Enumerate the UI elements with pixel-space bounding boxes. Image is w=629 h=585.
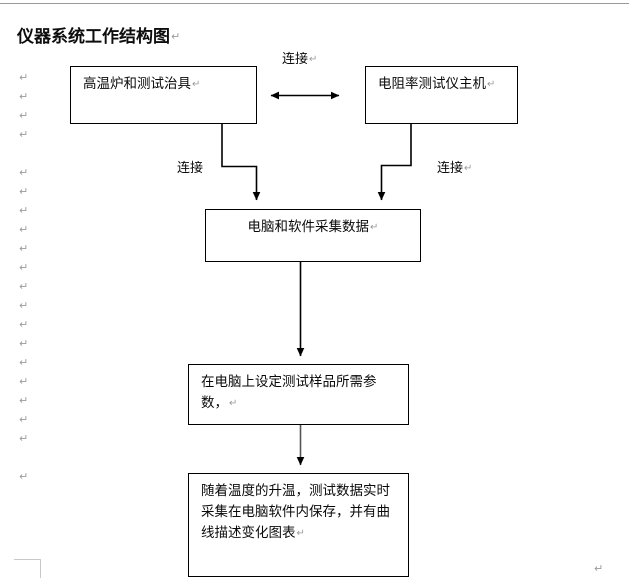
paragraph-mark-icon: ↵ [19, 166, 29, 179]
paragraph-mark-icon: ↵ [192, 79, 201, 90]
paragraph-mark-icon: ↵ [19, 128, 29, 141]
paragraph-mark-icon: ↵ [19, 223, 29, 236]
edge-label-text: 连接 [437, 161, 464, 176]
flow-box-realtime-record[interactable]: 随着温度的升温，测试数据实时采集在电脑软件内保存，并有曲线描述变化图表↵ [188, 473, 409, 577]
flow-box-label-text: 电阻率测试仪主机 [378, 76, 486, 92]
paragraph-mark-icon: ↵ [19, 185, 29, 198]
paragraph-mark-icon: ↵ [229, 398, 238, 409]
flow-box-label-text: 高温炉和测试治具 [83, 76, 191, 92]
paragraph-mark-icon: ↵ [296, 528, 305, 539]
flow-box-label: 电阻率测试仪主机↵ [378, 74, 511, 95]
flow-box-resistivity-host[interactable]: 电阻率测试仪主机↵ [365, 66, 518, 124]
flow-box-label-line-2: 采集在电脑软件内保存，并有曲 [201, 504, 390, 520]
edge-label-right-connect: 连接↵ [437, 157, 472, 176]
paragraph-mark-icon: ↵ [171, 30, 181, 43]
paragraph-mark-icon: ↵ [594, 562, 604, 575]
paragraph-mark-icon: ↵ [19, 299, 29, 312]
paragraph-mark-icon: ↵ [19, 318, 29, 331]
flow-box-label-text: 电脑和软件采集数据 [247, 219, 370, 235]
paragraph-mark-icon: ↵ [19, 356, 29, 369]
page-title: 仪器系统工作结构图↵ [17, 22, 180, 47]
flow-box-pc-software-acq[interactable]: 电脑和软件采集数据↵ [205, 209, 421, 262]
paragraph-mark-icon: ↵ [19, 413, 29, 426]
paragraph-mark-icon: ↵ [19, 337, 29, 350]
edge-label-text: 连接 [282, 52, 309, 67]
paragraph-mark-icon: ↵ [309, 54, 318, 65]
paragraph-mark-icon: ↵ [19, 432, 29, 445]
paragraph-mark-icon: ↵ [19, 470, 29, 483]
paragraph-mark-icon: ↵ [19, 109, 29, 122]
edge-label-text: 连接 [177, 161, 204, 176]
flow-box-label: 在电脑上设定测试样品所需参数，↵ [201, 372, 402, 414]
paragraph-mark-icon: ↵ [19, 204, 29, 217]
edge-label-top-connect: 连接↵ [282, 48, 317, 67]
flow-box-furnace-fixture[interactable]: 高温炉和测试治具↵ [70, 66, 257, 124]
edge-label-left-connect: 连接 [177, 157, 203, 176]
flow-box-label-line-1: 随着温度的升温，测试数据实时 [201, 483, 390, 499]
margin-paragraph-marks: ↵ ↵ ↵ ↵ ↵ ↵ ↵ ↵ ↵ ↵ ↵ ↵ ↵ ↵ ↵ ↵ ↵ ↵ ↵ ↵ [0, 0, 45, 585]
flow-box-label-line-2: 数， [201, 395, 228, 411]
paragraph-mark-icon: ↵ [370, 222, 379, 233]
paragraph-mark-icon: ↵ [19, 71, 29, 84]
paragraph-mark-icon: ↵ [19, 394, 29, 407]
flow-box-set-parameters[interactable]: 在电脑上设定测试样品所需参数，↵ [188, 364, 409, 425]
margin-corner-guide [14, 559, 41, 578]
paragraph-mark-icon: ↵ [464, 163, 473, 174]
paragraph-mark-icon: ↵ [19, 280, 29, 293]
paragraph-mark-icon: ↵ [19, 90, 29, 103]
flow-box-label-line-1: 在电脑上设定测试样品所需参 [201, 374, 377, 390]
connector-right-elbow [377, 123, 412, 201]
flow-box-label-line-3: 线描述变化图表 [201, 525, 296, 541]
paragraph-mark-icon: ↵ [19, 261, 29, 274]
page-title-text: 仪器系统工作结构图 [17, 27, 170, 47]
paragraph-mark-icon: ↵ [19, 375, 29, 388]
paragraph-mark-icon: ↵ [19, 242, 29, 255]
connector-left-elbow [221, 123, 261, 201]
flow-box-label: 高温炉和测试治具↵ [83, 74, 250, 95]
page-top-rule [0, 3, 629, 4]
paragraph-mark-icon: ↵ [487, 79, 496, 90]
flow-box-label: 随着温度的升温，测试数据实时采集在电脑软件内保存，并有曲线描述变化图表↵ [201, 481, 402, 544]
flow-box-label: 电脑和软件采集数据↵ [206, 217, 420, 238]
